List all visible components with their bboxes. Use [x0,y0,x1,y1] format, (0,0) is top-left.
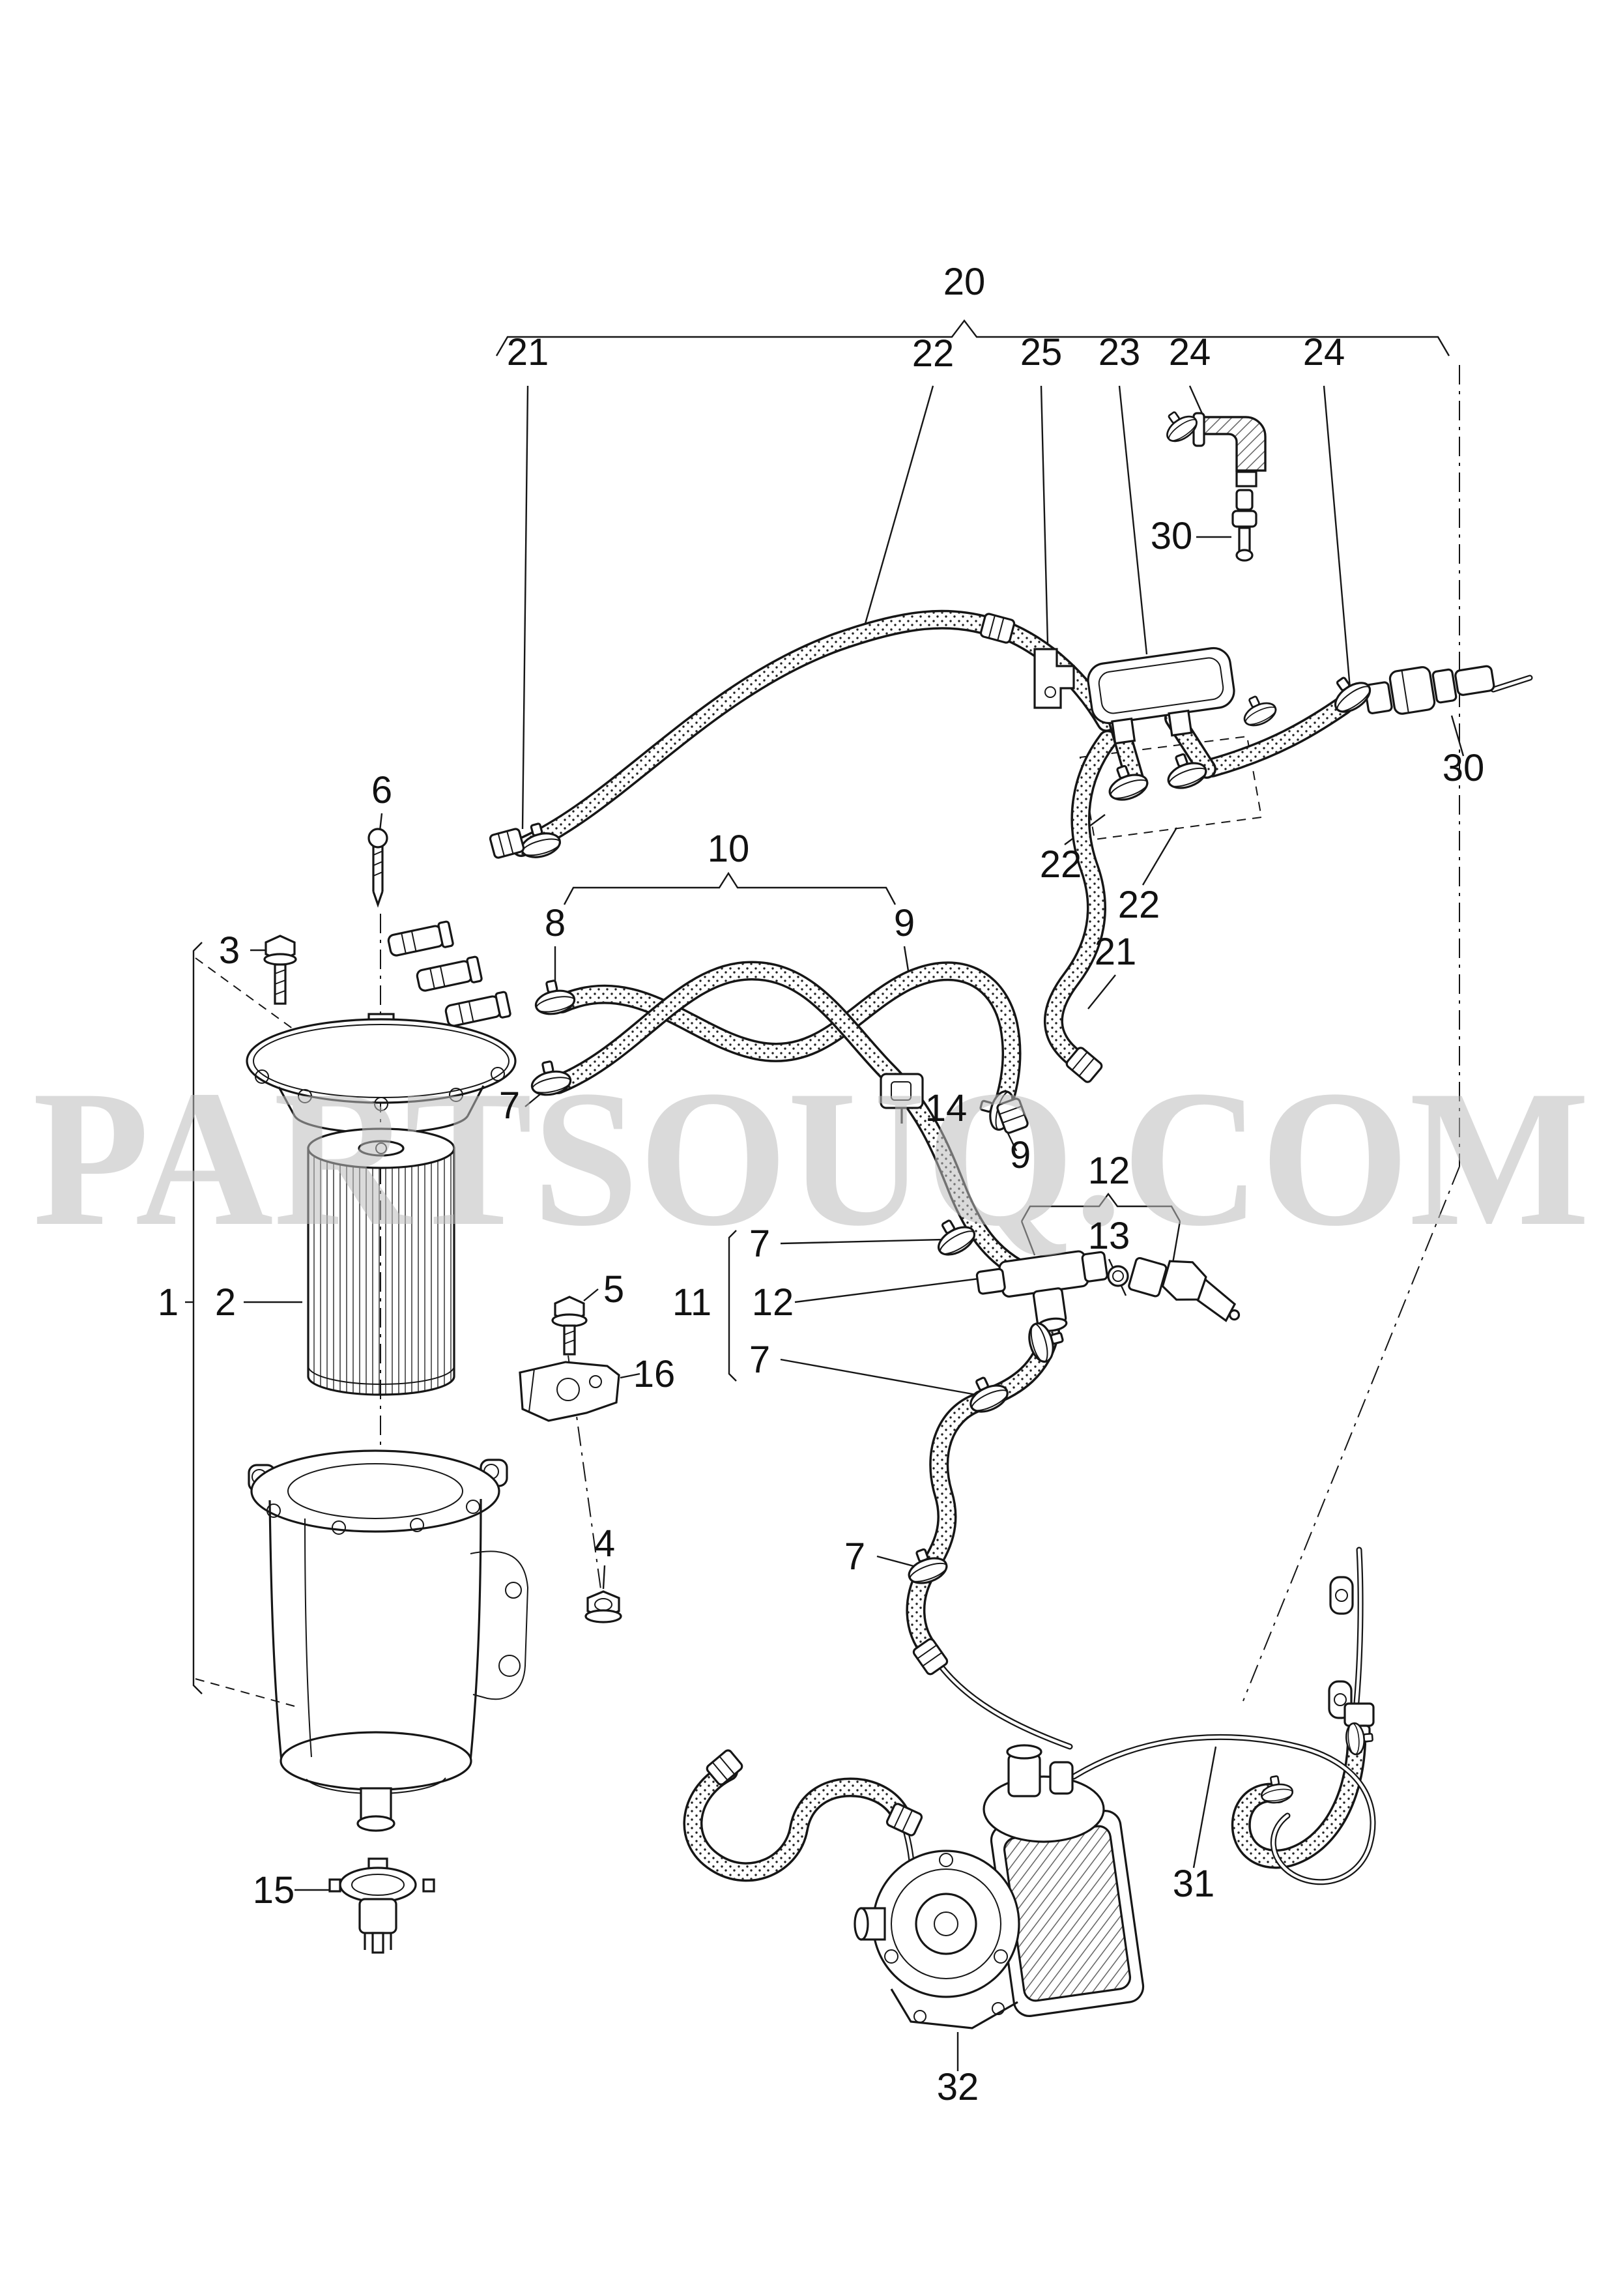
mounting-bracket [519,1361,620,1422]
banjo-screw [367,828,388,908]
hose-holder [880,1073,924,1124]
callout-brackets [192,319,1450,1694]
callout-5: 5 [603,1268,624,1311]
callout-7: 7 [749,1339,770,1381]
callout-30: 30 [1443,747,1485,789]
callout-24: 24 [1169,331,1211,373]
quick-coupler [1364,665,1495,715]
callout-20: 20 [943,261,986,303]
callout-25: 25 [1020,331,1063,373]
callout-13: 13 [1088,1215,1130,1257]
bracket-12 [1020,1192,1181,1222]
callout-32: 32 [937,2066,979,2108]
callout-10: 10 [708,828,750,870]
callout-15: 15 [253,1869,295,1911]
bracket-11 [728,1230,737,1382]
callout-22: 22 [1040,843,1082,886]
callout-7: 7 [749,1223,770,1265]
bracket-1 [192,942,203,1694]
callout-8: 8 [545,902,566,944]
callout-1: 1 [158,1281,179,1324]
bracket-20 [495,319,1450,356]
callout-22: 22 [912,332,955,375]
callout-12: 12 [1088,1150,1130,1192]
callout-24: 24 [1303,331,1345,373]
fuel-pipes [902,675,1533,1911]
push-connector [1231,489,1257,562]
retainer-clip [1033,648,1075,709]
callout-22: 22 [1118,884,1160,926]
callout-16: 16 [633,1353,676,1395]
callout-4: 4 [594,1522,615,1565]
pipe-coupler [1343,1702,1375,1727]
o-ring [1107,1265,1129,1287]
tee-connector [975,1250,1108,1332]
mounting-bolt [263,935,297,1005]
callout-23: 23 [1099,331,1141,373]
bracket-10 [563,871,897,905]
callout-9: 9 [1010,1134,1031,1176]
fuel-filter-lid [246,920,517,1134]
callout-12: 12 [752,1281,794,1324]
callout-14: 14 [925,1087,968,1129]
callout-6: 6 [371,769,392,811]
callout-21: 21 [507,331,549,373]
watermark: PARTSOUQ.COM [33,1050,1590,1266]
callout-2: 2 [215,1281,236,1324]
callout-7: 7 [844,1535,865,1578]
callout-3: 3 [219,929,240,972]
solenoid-valve [1087,647,1235,745]
callout-21: 21 [1095,931,1137,973]
fuel-pump [854,1744,1145,2029]
callout-31: 31 [1173,1863,1215,1905]
callout-7: 7 [499,1084,520,1127]
screw-in-valve [1128,1257,1241,1322]
filter-element [307,1127,455,1396]
callout-11: 11 [672,1281,711,1324]
water-sensor [328,1857,435,1954]
callout-30: 30 [1151,515,1193,557]
callout-9: 9 [894,902,915,944]
hex-nut [584,1590,622,1623]
pipe-bracket [1329,1576,1354,1615]
elbow-connector [1156,403,1267,487]
leader-lines [185,385,1465,2071]
filter-housing [248,1449,529,1832]
flange-bolt [551,1296,588,1356]
